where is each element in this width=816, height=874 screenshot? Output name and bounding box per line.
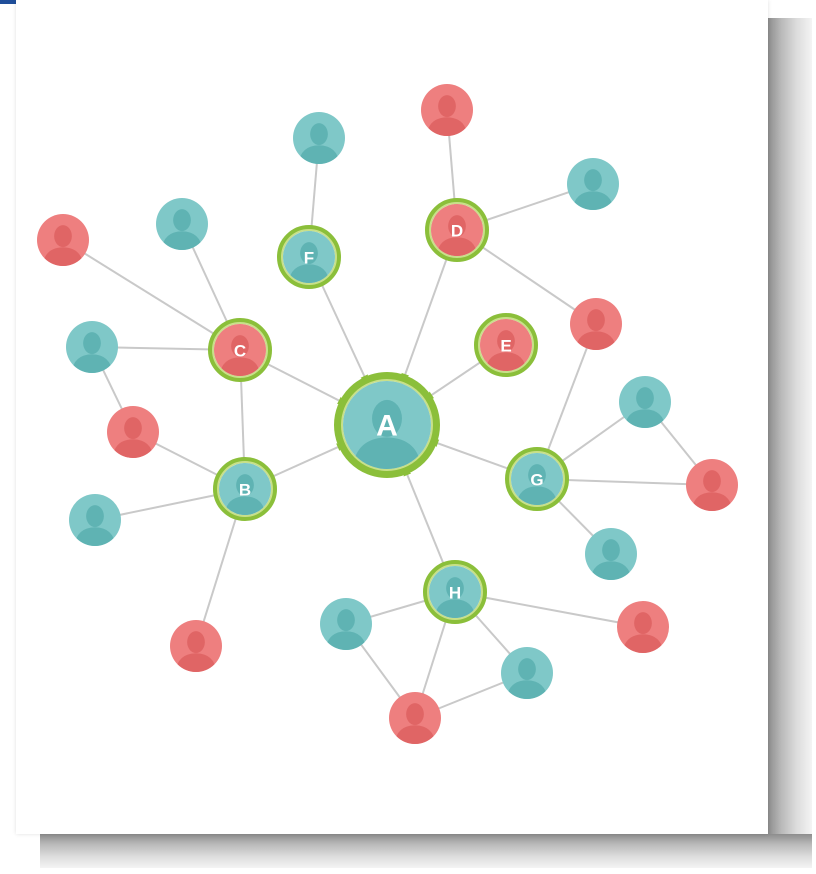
hub-node-e-label: E	[500, 337, 511, 356]
hub-node-f-ring	[277, 225, 341, 289]
person-silhouette-icon	[590, 539, 632, 580]
hub-node-c-inner-ring	[212, 322, 268, 378]
hub-node-e-ring	[474, 313, 538, 377]
person-node-p17[interactable]	[389, 692, 441, 744]
hub-node-b-inner-ring	[217, 461, 273, 517]
person-node-p10[interactable]	[570, 298, 622, 350]
nodes-group: A B C D E F G H	[37, 84, 738, 744]
person-node-p4[interactable]	[37, 214, 89, 266]
person-silhouette-icon	[42, 225, 84, 266]
person-silhouette-icon	[394, 703, 436, 744]
person-silhouette-icon	[288, 242, 330, 283]
hub-node-c-ring	[208, 318, 272, 382]
hub-node-b[interactable]: B	[213, 457, 277, 521]
person-node-p15[interactable]	[617, 601, 669, 653]
hub-node-g-inner-ring	[509, 451, 565, 507]
hub-node-d[interactable]: D	[425, 198, 489, 262]
person-silhouette-icon	[575, 309, 617, 350]
hub-node-d-label: D	[451, 222, 463, 241]
hub-node-b-ring	[213, 457, 277, 521]
person-silhouette-icon	[74, 505, 116, 546]
person-silhouette-icon	[434, 577, 476, 618]
hub-node-h-label: H	[449, 584, 461, 603]
hub-node-f-inner-ring	[281, 229, 337, 285]
person-node-p3[interactable]	[567, 158, 619, 210]
person-silhouette-icon	[436, 215, 478, 256]
person-silhouette-icon	[175, 631, 217, 672]
person-silhouette-icon	[298, 123, 340, 164]
person-silhouette-icon	[426, 95, 468, 136]
hub-node-c-label: C	[234, 342, 246, 361]
person-silhouette-icon	[572, 169, 614, 210]
card-shadow-bottom	[40, 834, 812, 868]
person-silhouette-icon	[485, 330, 527, 371]
hub-node-h-ring	[423, 560, 487, 624]
person-silhouette-icon	[691, 470, 733, 511]
person-silhouette-icon	[516, 464, 558, 505]
card-shadow-right	[768, 18, 812, 838]
person-node-p12[interactable]	[686, 459, 738, 511]
hub-node-f[interactable]: F	[277, 225, 341, 289]
hub-node-a-inner-ring	[341, 379, 433, 471]
person-silhouette-icon	[624, 387, 666, 428]
person-node-p5[interactable]	[156, 198, 208, 250]
hub-node-g-ring	[505, 447, 569, 511]
hub-node-e-inner-ring	[478, 317, 534, 373]
person-silhouette-icon	[622, 612, 664, 653]
person-silhouette-icon	[71, 332, 113, 373]
person-node-p2[interactable]	[421, 84, 473, 136]
hub-node-g[interactable]: G	[505, 447, 569, 511]
person-silhouette-icon	[219, 335, 261, 376]
hub-node-a-ring	[334, 372, 440, 478]
hub-node-c[interactable]: C	[208, 318, 272, 382]
hub-node-d-inner-ring	[429, 202, 485, 258]
person-node-p1[interactable]	[293, 112, 345, 164]
person-silhouette-icon	[352, 399, 422, 469]
hub-node-a-label: A	[376, 410, 398, 443]
person-node-p6[interactable]	[66, 321, 118, 373]
hub-node-b-label: B	[239, 481, 251, 500]
hub-node-a[interactable]: A	[334, 372, 440, 478]
hub-node-f-label: F	[304, 249, 314, 268]
person-node-p13[interactable]	[585, 528, 637, 580]
hub-node-g-label: G	[530, 471, 543, 490]
person-silhouette-icon	[506, 658, 548, 699]
hub-node-h[interactable]: H	[423, 560, 487, 624]
person-silhouette-icon	[224, 474, 266, 515]
person-node-p14[interactable]	[320, 598, 372, 650]
person-node-p7[interactable]	[107, 406, 159, 458]
person-node-p16[interactable]	[501, 647, 553, 699]
person-silhouette-icon	[161, 209, 203, 250]
hub-node-d-ring	[425, 198, 489, 262]
person-node-p8[interactable]	[69, 494, 121, 546]
hub-node-e[interactable]: E	[474, 313, 538, 377]
person-node-p9[interactable]	[170, 620, 222, 672]
person-node-p11[interactable]	[619, 376, 671, 428]
edge-C-p4	[62, 239, 241, 351]
person-silhouette-icon	[112, 417, 154, 458]
person-silhouette-icon	[325, 609, 367, 650]
hub-node-h-inner-ring	[427, 564, 483, 620]
